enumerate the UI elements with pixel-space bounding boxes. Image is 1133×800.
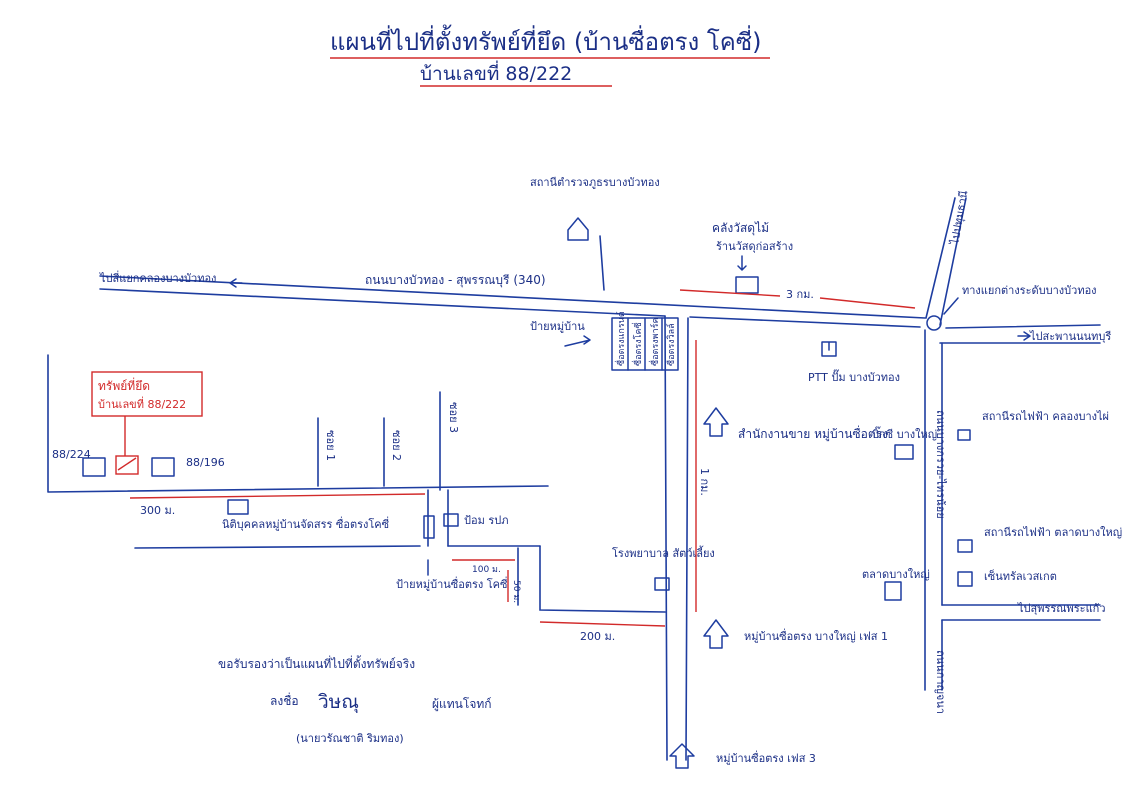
dist-300-label: 300 ม. <box>140 504 175 517</box>
market-label: ตลาดบางใหญ่ <box>862 568 930 581</box>
police-house-icon <box>567 217 589 241</box>
central-building-icon <box>957 539 973 553</box>
westgate-label: เซ็นทรัลเวสเกต <box>984 569 1057 583</box>
left-arrow-icon <box>229 278 243 288</box>
westgate-building-icon <box>957 571 973 587</box>
left-road-direction: ไปสี่แยกคลองบางบัวทอง <box>99 270 216 285</box>
phase3-label: หมู่บ้านซื่อตรง เฟส 3 <box>716 750 816 765</box>
dist-3km-line-2 <box>819 297 916 309</box>
village-main-road <box>664 315 689 761</box>
juristic-label: นิติบุคคลหมู่บ้านจัดสรร ซื่อตรงโคซี่ <box>222 516 390 531</box>
right-neighbor-house-icon <box>151 457 175 477</box>
nonthaburi-road-upper <box>945 324 1101 329</box>
certify-line: ขอรับรองว่าเป็นแผนที่ไปที่ตั้งทรัพย์จริง <box>218 655 415 671</box>
junction-icon <box>926 315 942 331</box>
bigc-label: บิ๊กซี บางใหญ่ <box>872 426 937 441</box>
dist-1km-label: 1 กม. <box>698 468 711 496</box>
signboard-arrow-icon <box>564 335 591 347</box>
police-label: สถานีตำรวจภูธรบางบัวทอง <box>530 176 660 189</box>
left-neighbor-label: 88/224 <box>52 448 91 461</box>
property-house-icon <box>115 455 139 475</box>
store-sub-label: ร้านวัสดุก่อสร้าง <box>716 240 793 253</box>
main-road-label: ถนนบางบัวทอง - สุพรรณบุรี (340) <box>365 273 546 288</box>
to-nonthaburi-label: ไปสะพานนนทบุรี <box>1029 330 1111 343</box>
junction-label: ทางแยกต่างระดับบางบัวทอง <box>962 284 1097 297</box>
board-col-1: ซื่อตรงแกรนด์ <box>614 311 627 366</box>
bigc-building-icon <box>894 444 914 460</box>
electric-label: สถานีรถไฟฟ้า คลองบางไผ่ <box>982 410 1109 423</box>
juristic-building-icon <box>227 499 249 515</box>
central-label: สถานีรถไฟฟ้า ตลาดบางใหญ่ <box>984 526 1122 539</box>
office-house-icon <box>703 407 729 437</box>
junction-pointer-icon <box>943 297 959 315</box>
soi-3-label: ซอย 3 <box>447 402 460 433</box>
phase1-house-icon <box>703 619 729 649</box>
market-building-icon <box>884 581 902 601</box>
store-arrow-icon <box>737 255 747 271</box>
to-kaew-label: ไปสุพรรณพระแก้ว <box>1017 602 1106 615</box>
dist-300-line <box>129 493 426 499</box>
ptt-label: PTT ปั๊ม บางบัวทอง <box>808 369 900 384</box>
guard-label: ป้อม รปภ <box>464 514 508 527</box>
village-board: ซื่อตรงแกรนด์ ซื่อตรงโคซี่ ซื่อตรงพาร์ค … <box>611 311 679 371</box>
right-arrow-icon <box>1017 331 1031 341</box>
village-sign-label: ป้ายหมู่บ้านซื่อตรง โคซี่ <box>396 576 508 591</box>
to-pathum-label: ไปปทุมธานี <box>948 189 971 246</box>
electric-building-icon <box>957 429 971 441</box>
side-road-label: ถนนบางกรวย-ไทรน้อย <box>934 410 947 519</box>
store-building-icon <box>735 276 759 294</box>
board-col-2: ซื่อตรงโคซี่ <box>631 322 644 366</box>
school-building-icon <box>654 577 670 591</box>
board-col-3: ซื่อตรงพาร์ค <box>648 318 661 366</box>
property-label: ทรัพย์ที่ยึด <box>98 377 150 393</box>
right-neighbor-label: 88/196 <box>186 456 225 469</box>
dist-100-label: 100 ม. <box>472 565 501 575</box>
soi-2-label: ซอย 2 <box>390 430 403 461</box>
right-upper-road <box>925 197 967 326</box>
bottom-road-label: ถนนกาญจนา <box>934 650 947 714</box>
certify-sign-prefix: ลงชื่อ <box>270 692 299 708</box>
dist-200-label: 200 ม. <box>580 630 615 643</box>
guard-post-icon <box>443 513 459 527</box>
dist-200-line <box>539 621 666 627</box>
school-label: โรงพยาบาล สัตว์เลี้ยง <box>612 545 715 560</box>
board-col-4: ซื่อตรงวิลล์ <box>664 323 677 366</box>
village-left-road-network <box>47 354 666 613</box>
village-sign-post-icon <box>423 515 435 539</box>
phase3-house-icon <box>669 743 695 769</box>
vertical-road-right <box>924 329 943 691</box>
certify-name: (นายวรัณชาติ ริมทอง) <box>296 732 404 745</box>
dist-3km-label: 3 กม. <box>786 288 814 301</box>
ptt-pump-icon <box>821 341 837 357</box>
left-neighbor-house-icon <box>82 457 106 477</box>
dist-50-label: 50 ม. <box>511 580 521 603</box>
dist-3km-line <box>679 289 781 297</box>
map-title: แผนที่ไปที่ตั้งทรัพย์ที่ยึด (บ้านซื่อตรง… <box>330 24 761 56</box>
office-label: สำนักงานขาย หมู่บ้านซื่อตรง <box>738 425 888 442</box>
property-mark-icon <box>117 457 137 471</box>
police-road <box>599 235 605 291</box>
property-number: บ้านเลขที่ 88/222 <box>98 396 186 411</box>
property-callout-box <box>91 371 203 417</box>
map-subtitle: บ้านเลขที่ 88/222 <box>420 60 572 85</box>
phase1-label: หมู่บ้านซื่อตรง บางใหญ่ เฟส 1 <box>744 628 888 643</box>
certify-role: ผู้แทนโจทก์ <box>432 697 492 712</box>
signboard-label: ป้ายหมู่บ้าน <box>530 320 585 333</box>
store-label: คลังวัสดุไม้ <box>712 221 769 236</box>
signature: วิษณุ <box>318 691 359 714</box>
soi-1-label: ซอย 1 <box>324 430 337 461</box>
